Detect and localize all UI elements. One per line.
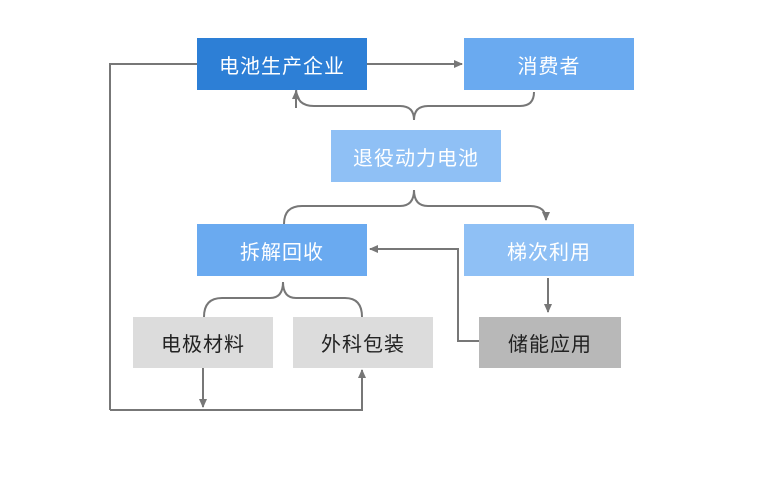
edge-retired-split (283, 189, 550, 225)
node-energy-storage-label: 储能应用 (508, 332, 592, 356)
edge-dismantle-split (203, 281, 363, 318)
node-electrode-material-label: 电极材料 (161, 332, 245, 356)
node-cascade-use-label: 梯次利用 (507, 239, 591, 264)
node-consumer: 消费者 (464, 38, 634, 90)
edge-storage-to-dismantle (369, 245, 480, 342)
node-producer-label: 电池生产企业 (219, 53, 345, 78)
node-retired-battery-label: 退役动力电池 (353, 145, 479, 170)
edge-bottom-loop (110, 369, 366, 411)
edge-loop-to-producer (109, 63, 197, 410)
node-cascade-use: 梯次利用 (464, 224, 634, 276)
node-producer: 电池生产企业 (197, 38, 367, 90)
node-casing-packaging: 外科包装 (293, 317, 433, 368)
node-electrode-material: 电极材料 (133, 317, 273, 368)
node-retired-battery: 退役动力电池 (331, 130, 501, 182)
edge-brace-to-producer (295, 87, 535, 121)
node-energy-storage: 储能应用 (479, 317, 621, 368)
node-dismantle-recycle: 拆解回收 (197, 224, 367, 276)
node-dismantle-recycle-label: 拆解回收 (240, 239, 324, 264)
node-consumer-label: 消费者 (517, 53, 581, 78)
node-casing-packaging-label: 外科包装 (321, 332, 405, 356)
